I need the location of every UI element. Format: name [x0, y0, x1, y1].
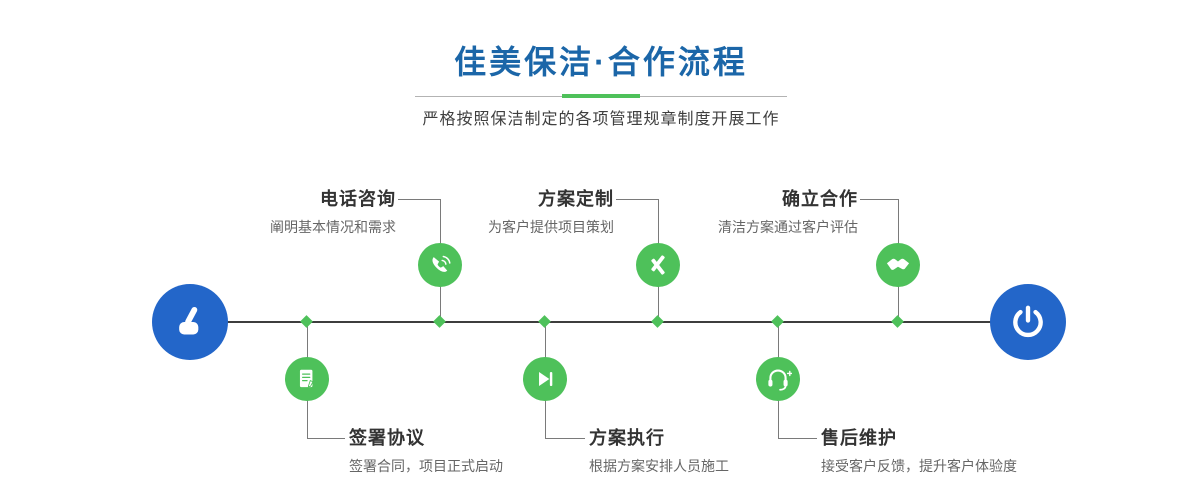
step-node-contract	[285, 357, 329, 401]
connector-elbow	[307, 438, 345, 439]
timeline-line	[190, 321, 1030, 323]
step-node-execution	[523, 357, 567, 401]
step-label-execution: 方案执行 根据方案安排人员施工	[589, 426, 729, 476]
step-desc: 接受客户反馈，提升客户体验度	[821, 458, 1017, 474]
timeline-end-node	[990, 284, 1066, 360]
milestone-diamond	[771, 315, 784, 328]
title-divider-accent	[562, 94, 640, 98]
milestone-diamond	[300, 315, 313, 328]
step-node-aftersales	[756, 357, 800, 401]
connector-elbow	[616, 199, 658, 200]
connector-elbow	[398, 199, 440, 200]
milestone-diamond	[433, 315, 446, 328]
step-label-design: 方案定制 为客户提供项目策划	[394, 187, 614, 237]
step-node-cooperation	[876, 243, 920, 287]
step-label-phone: 电话咨询 阐明基本情况和需求	[176, 187, 396, 237]
step-title: 售后维护	[821, 428, 897, 448]
contract-icon	[299, 369, 314, 388]
pointing-hand-icon	[179, 306, 199, 335]
step-title: 方案定制	[538, 189, 614, 209]
step-desc: 清洁方案通过客户评估	[718, 219, 858, 235]
connector-elbow	[545, 438, 585, 439]
step-label-contract: 签署协议 签署合同，项目正式启动	[349, 426, 503, 476]
step-node-design	[636, 243, 680, 287]
handshake-icon	[886, 258, 910, 270]
timeline-start-node	[152, 284, 228, 360]
step-title: 电话咨询	[320, 189, 396, 209]
step-desc: 为客户提供项目策划	[488, 219, 614, 235]
step-title: 方案执行	[589, 428, 665, 448]
step-title: 签署协议	[349, 428, 425, 448]
power-icon	[1013, 305, 1043, 338]
step-desc: 签署合同，项目正式启动	[349, 458, 503, 474]
connector-elbow	[778, 438, 817, 439]
milestone-diamond	[651, 315, 664, 328]
play-icon	[539, 371, 553, 387]
step-node-phone	[418, 243, 462, 287]
pencil-ruler-icon	[651, 255, 665, 275]
step-title: 确立合作	[782, 189, 858, 209]
milestone-diamond	[891, 315, 904, 328]
phone-icon	[431, 255, 451, 272]
headset-icon	[768, 369, 792, 391]
step-desc: 根据方案安排人员施工	[589, 458, 729, 474]
milestone-diamond	[538, 315, 551, 328]
step-label-cooperation: 确立合作 清洁方案通过客户评估	[638, 187, 858, 237]
step-label-aftersales: 售后维护 接受客户反馈，提升客户体验度	[821, 426, 1017, 476]
page-subtitle: 严格按照保洁制定的各项管理规章制度开展工作	[422, 111, 780, 128]
connector-elbow	[860, 199, 898, 200]
step-desc: 阐明基本情况和需求	[270, 219, 396, 235]
page-title: 佳美保洁·合作流程	[454, 44, 748, 80]
